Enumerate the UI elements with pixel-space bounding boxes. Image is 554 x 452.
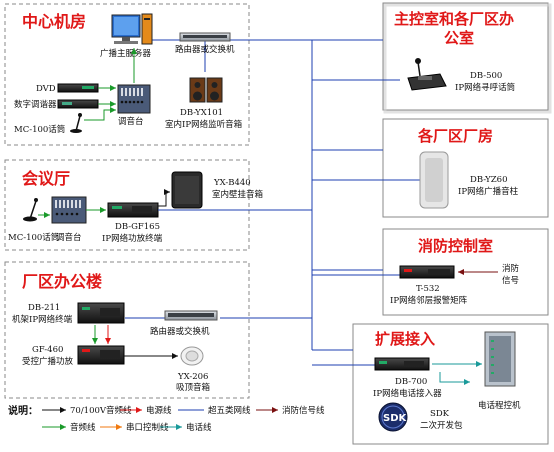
mic-2 [23, 198, 38, 222]
phone-line [439, 372, 470, 385]
alarm-desc: IP网络邻层报警矩阵 [390, 295, 468, 306]
legend-item-5: 串口控制线 [126, 422, 169, 433]
main-control-title-2: 公室 [444, 29, 474, 47]
pbx-label: 电话程控机 [478, 400, 521, 411]
meeting-title: 会议厅 [22, 169, 70, 188]
mixer-1 [117, 84, 151, 114]
mixer-2 [51, 196, 87, 224]
alarm-matrix [399, 265, 455, 279]
legend-title: 说明： [8, 404, 38, 417]
pager-desc: IP网络寻呼话筒 [455, 82, 515, 93]
wall-speaker-desc: 室内壁挂音箱 [212, 189, 264, 200]
expand-title: 扩展接入 [375, 330, 435, 348]
office-box [4, 261, 250, 399]
ceiling-model: YX-206 [177, 372, 208, 382]
fire-title: 消防控制室 [418, 237, 493, 255]
gf-amplifier [77, 345, 125, 365]
center-room-box [4, 3, 250, 146]
rack-model: DB-211 [28, 303, 60, 313]
fire-signal-1: 消防 [502, 263, 520, 274]
router-1-label: 路由器或交换机 [175, 44, 235, 55]
meeting-lines [38, 189, 235, 218]
fire-signal-2: 信号 [502, 275, 519, 286]
pager-model: DB-500 [470, 71, 502, 81]
router-2 [164, 310, 218, 321]
legend-item-6: 电话线 [186, 422, 212, 433]
main-control-box [382, 2, 552, 114]
center-audio-lines [84, 48, 137, 121]
column-speaker [419, 151, 449, 209]
phone-desc: IP网络电话接入器 [373, 388, 442, 399]
router-1 [179, 32, 231, 42]
main-control-title-1: 主控室和各厂区办 [394, 10, 514, 28]
legend-item-1: 电源线 [146, 405, 172, 416]
factory-title: 各厂区厂房 [417, 127, 493, 145]
mixer-1-label: 调音台 [118, 116, 144, 127]
tuner-device [57, 99, 99, 109]
wall-speaker [171, 171, 203, 209]
column-desc: IP网络广播音柱 [458, 186, 519, 197]
tuner-label: 数字调谐器 [14, 99, 57, 110]
office-title: 厂区办公楼 [22, 272, 102, 291]
column-model: DB-YZ60 [470, 175, 508, 185]
office-lines [92, 325, 178, 359]
alarm-model: T-532 [416, 284, 440, 294]
legend-item-4: 音频线 [70, 422, 96, 433]
sdk-model: SDK [430, 409, 450, 419]
sdk-logo: SDK [378, 402, 408, 432]
mixer-2-label: 调音台 [56, 232, 82, 243]
amp-model: DB-GF165 [115, 222, 160, 232]
factory-box [382, 118, 549, 218]
router-2-label: 路由器或交换机 [150, 326, 210, 337]
ceiling-desc: 吸顶音箱 [176, 382, 211, 393]
speaker-1-model: DB-YX101 [180, 108, 223, 118]
mic-1 [70, 113, 82, 133]
phone-model: DB-700 [395, 377, 427, 387]
legend-item-2: 超五类网线 [208, 405, 251, 416]
mic-1-label: MC-100话筒 [14, 124, 65, 135]
server-computer [111, 13, 153, 45]
gf-desc: 受控广播功放 [22, 356, 74, 367]
network-lines [125, 39, 420, 366]
server-label: 广播主服务器 [100, 48, 152, 59]
legend-item-0: 70/100V音频线 [70, 405, 132, 416]
center-room-title: 中心机房 [22, 12, 86, 31]
sdk-desc: 二次开发包 [420, 420, 463, 431]
gf-model: GF-460 [32, 345, 63, 355]
sdk-logo-text: SDK [383, 413, 408, 424]
speaker-1-desc: 室内IP网络监听音箱 [165, 119, 243, 130]
legend: 说明： 70/100V音频线 电源线 超五类网线 消防信号线 音频线 串口控制线… [8, 404, 325, 433]
pbx-rack [484, 331, 516, 387]
monitor-speakers [189, 77, 223, 103]
legend-item-3: 消防信号线 [282, 405, 325, 416]
phone-gateway [374, 357, 430, 371]
dvd-label: DVD [36, 84, 56, 94]
rack-desc: 机架IP网络终端 [12, 314, 73, 325]
meeting-box [4, 159, 250, 251]
rack-terminal [77, 302, 125, 324]
mic-2-label: MC-100话筒 [8, 232, 59, 243]
pager-mic [407, 58, 447, 91]
dvd-player [57, 83, 99, 93]
amp-desc: IP网络功放终端 [102, 233, 163, 244]
ceiling-speaker [180, 346, 204, 366]
amp-terminal [107, 202, 159, 218]
wall-speaker-model: YX-B440 [213, 178, 251, 188]
